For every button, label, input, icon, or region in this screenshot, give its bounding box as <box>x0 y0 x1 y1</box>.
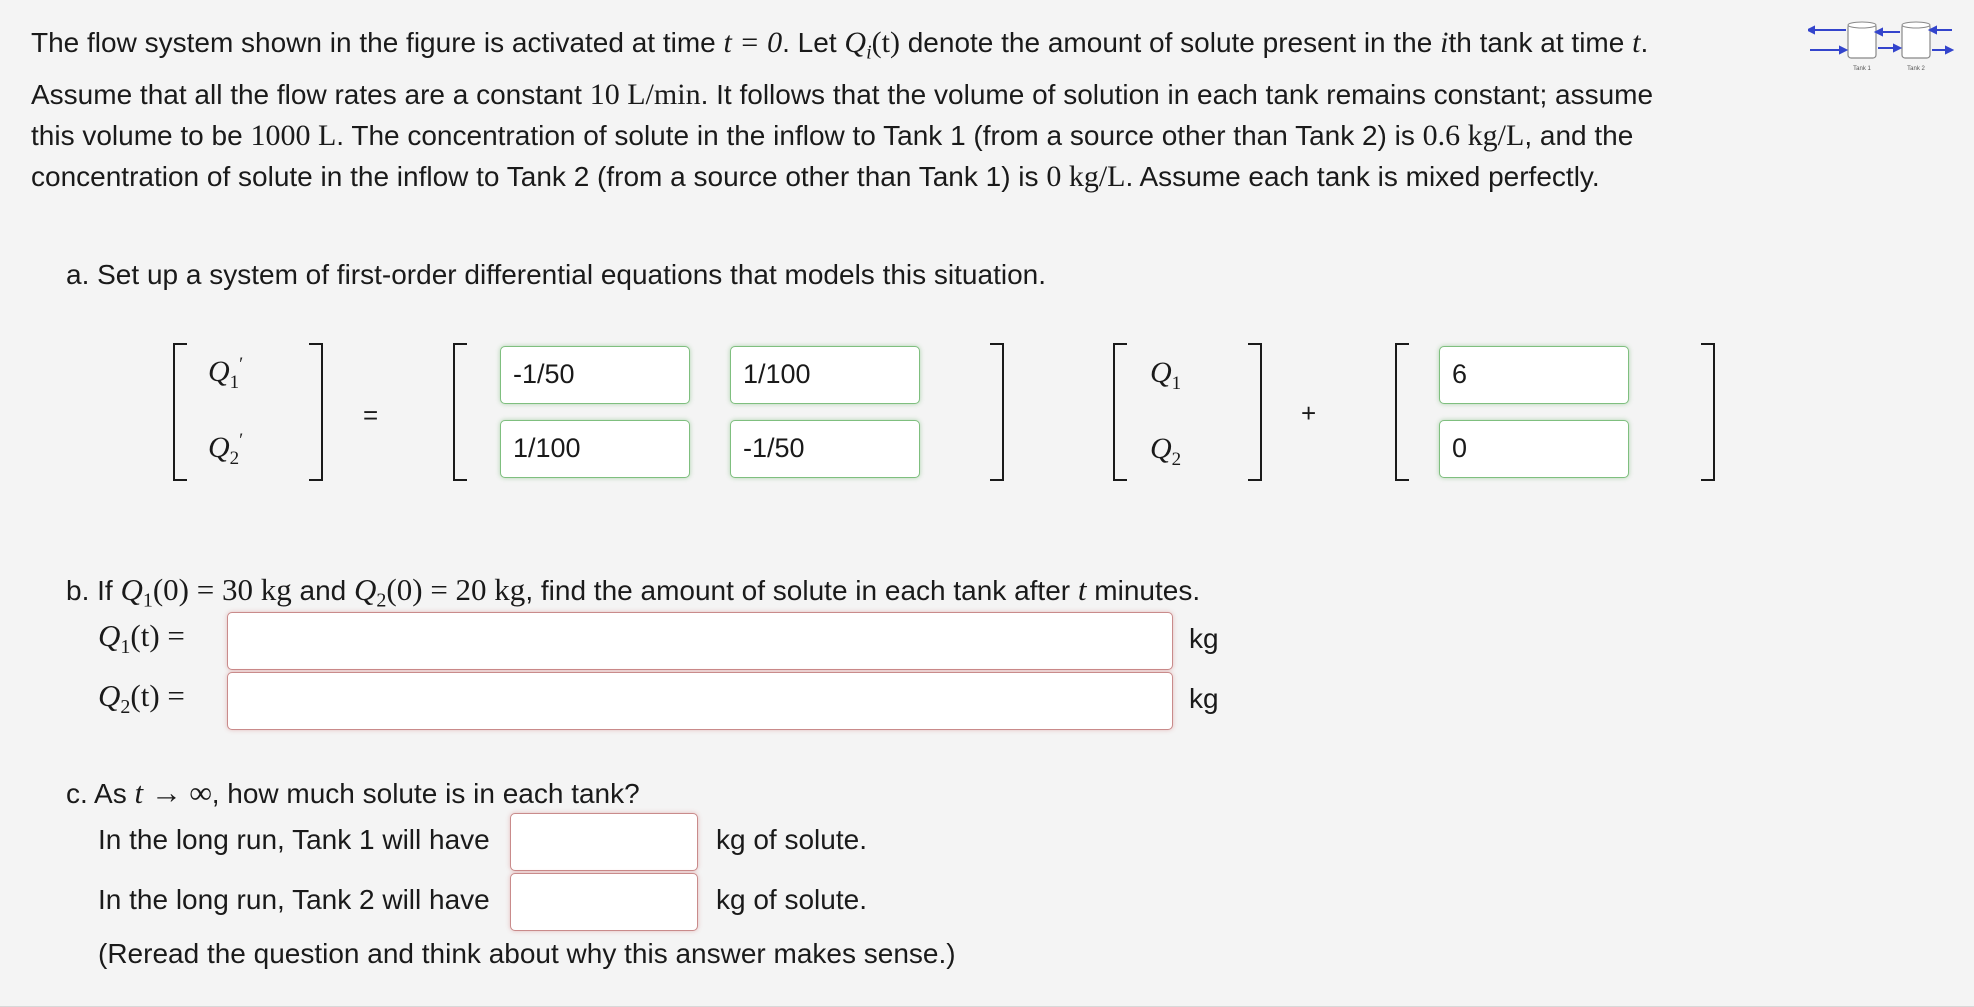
intro-text: denote the amount of solute present in t… <box>899 27 1441 58</box>
math-volume: 1000 L <box>250 118 337 152</box>
math-flow-rate: 10 L/min <box>589 77 701 111</box>
math-t: t <box>1632 26 1641 59</box>
q1-t-label: Q1(t) = <box>98 618 185 659</box>
const-left-bracket <box>1395 343 1409 481</box>
tank2-longrun-label: In the long run, Tank 2 will have <box>98 884 490 915</box>
reread-note: (Reread the question and think about why… <box>98 938 956 969</box>
lhs-left-bracket <box>173 343 187 481</box>
q1-variable: Q1 <box>1150 356 1182 394</box>
constant-b2-input[interactable]: 0 <box>1439 420 1629 478</box>
q-left-bracket <box>1113 343 1127 481</box>
tank1-longrun-suffix: kg of solute. <box>716 824 867 855</box>
math-concentration-1: 0.6 kg/L <box>1422 118 1525 152</box>
matrix-left-bracket <box>453 343 467 481</box>
tank-1-label: Tank 1 <box>1853 66 1871 72</box>
tank1-longrun-input[interactable] <box>510 813 698 871</box>
intro-text: concentration of solute in the inflow to… <box>31 160 1047 192</box>
math-q: Q <box>844 26 867 59</box>
arrow-icon <box>1805 25 1815 35</box>
q1-t-input[interactable] <box>227 612 1173 670</box>
const-right-bracket <box>1701 343 1715 481</box>
intro-text: . <box>1640 27 1649 58</box>
intro-text: . The concentration of solute in the inf… <box>336 119 1423 151</box>
tank-2-shape <box>1901 23 1931 59</box>
tank-1-shape <box>1847 23 1877 59</box>
q2-t-input[interactable] <box>227 672 1173 730</box>
arrow-icon <box>1839 45 1849 55</box>
arrow-icon <box>1945 45 1955 55</box>
equals-sign: = <box>363 400 379 430</box>
tank2-longrun-suffix: kg of solute. <box>716 884 867 915</box>
matrix-a11-input[interactable]: -1/50 <box>500 346 690 404</box>
math-of-t: (t) <box>871 26 900 59</box>
math-sub-i: i <box>866 41 872 64</box>
math-i: i <box>1440 26 1449 59</box>
intro-text: The flow system shown in the figure is a… <box>31 27 724 58</box>
intro-text: . It follows that the volume of solution… <box>700 78 1654 110</box>
lhs-right-bracket <box>309 343 323 481</box>
intro-text: . Assume each tank is mixed perfectly. <box>1125 160 1600 192</box>
q1-unit: kg <box>1189 623 1219 654</box>
math-concentration-2: 0 kg/L <box>1046 159 1126 193</box>
q2-t-label: Q2(t) = <box>98 678 185 719</box>
intro-text: this volume to be <box>31 119 251 151</box>
intro-text: th tank at time <box>1448 27 1633 58</box>
part-b-label: b. If Q1(0) = 30 kg and Q2(0) = 20 kg, f… <box>66 572 1201 612</box>
q-right-bracket <box>1248 343 1262 481</box>
problem-statement: The flow system shown in the figure is a… <box>31 22 1731 197</box>
constant-b1-input[interactable]: 6 <box>1439 346 1629 404</box>
tank1-longrun-label: In the long run, Tank 1 will have <box>98 824 490 855</box>
math-t-zero: t = 0 <box>723 26 783 59</box>
q1-prime: Q1′ <box>208 354 244 393</box>
arrow-icon <box>1927 25 1937 35</box>
q2-prime: Q2′ <box>208 430 244 469</box>
q2-unit: kg <box>1189 683 1219 714</box>
tank2-longrun-input[interactable] <box>510 873 698 931</box>
matrix-a21-input[interactable]: 1/100 <box>500 420 690 478</box>
arrow-icon <box>1873 27 1883 37</box>
tank-2-top <box>1901 21 1931 29</box>
q2-variable: Q2 <box>1150 432 1182 470</box>
part-a-label: a. Set up a system of first-order differ… <box>66 259 1046 290</box>
tank-figure-thumbnail[interactable]: Tank 1 Tank 2 <box>1805 18 1955 74</box>
part-c-label: c. As t → ∞, how much solute is in each … <box>66 775 640 810</box>
tank-diagram: Tank 1 Tank 2 <box>1805 21 1955 72</box>
intro-text: , and the <box>1524 119 1634 151</box>
matrix-a22-input[interactable]: -1/50 <box>730 420 920 478</box>
matrix-right-bracket <box>990 343 1004 481</box>
tank-2-label: Tank 2 <box>1907 66 1925 72</box>
intro-text: . Let <box>782 27 845 58</box>
arrow-icon <box>1893 43 1903 53</box>
plus-sign: + <box>1301 398 1317 428</box>
intro-text: Assume that all the flow rates are a con… <box>31 78 590 110</box>
tank-1-top <box>1847 21 1877 29</box>
matrix-a12-input[interactable]: 1/100 <box>730 346 920 404</box>
